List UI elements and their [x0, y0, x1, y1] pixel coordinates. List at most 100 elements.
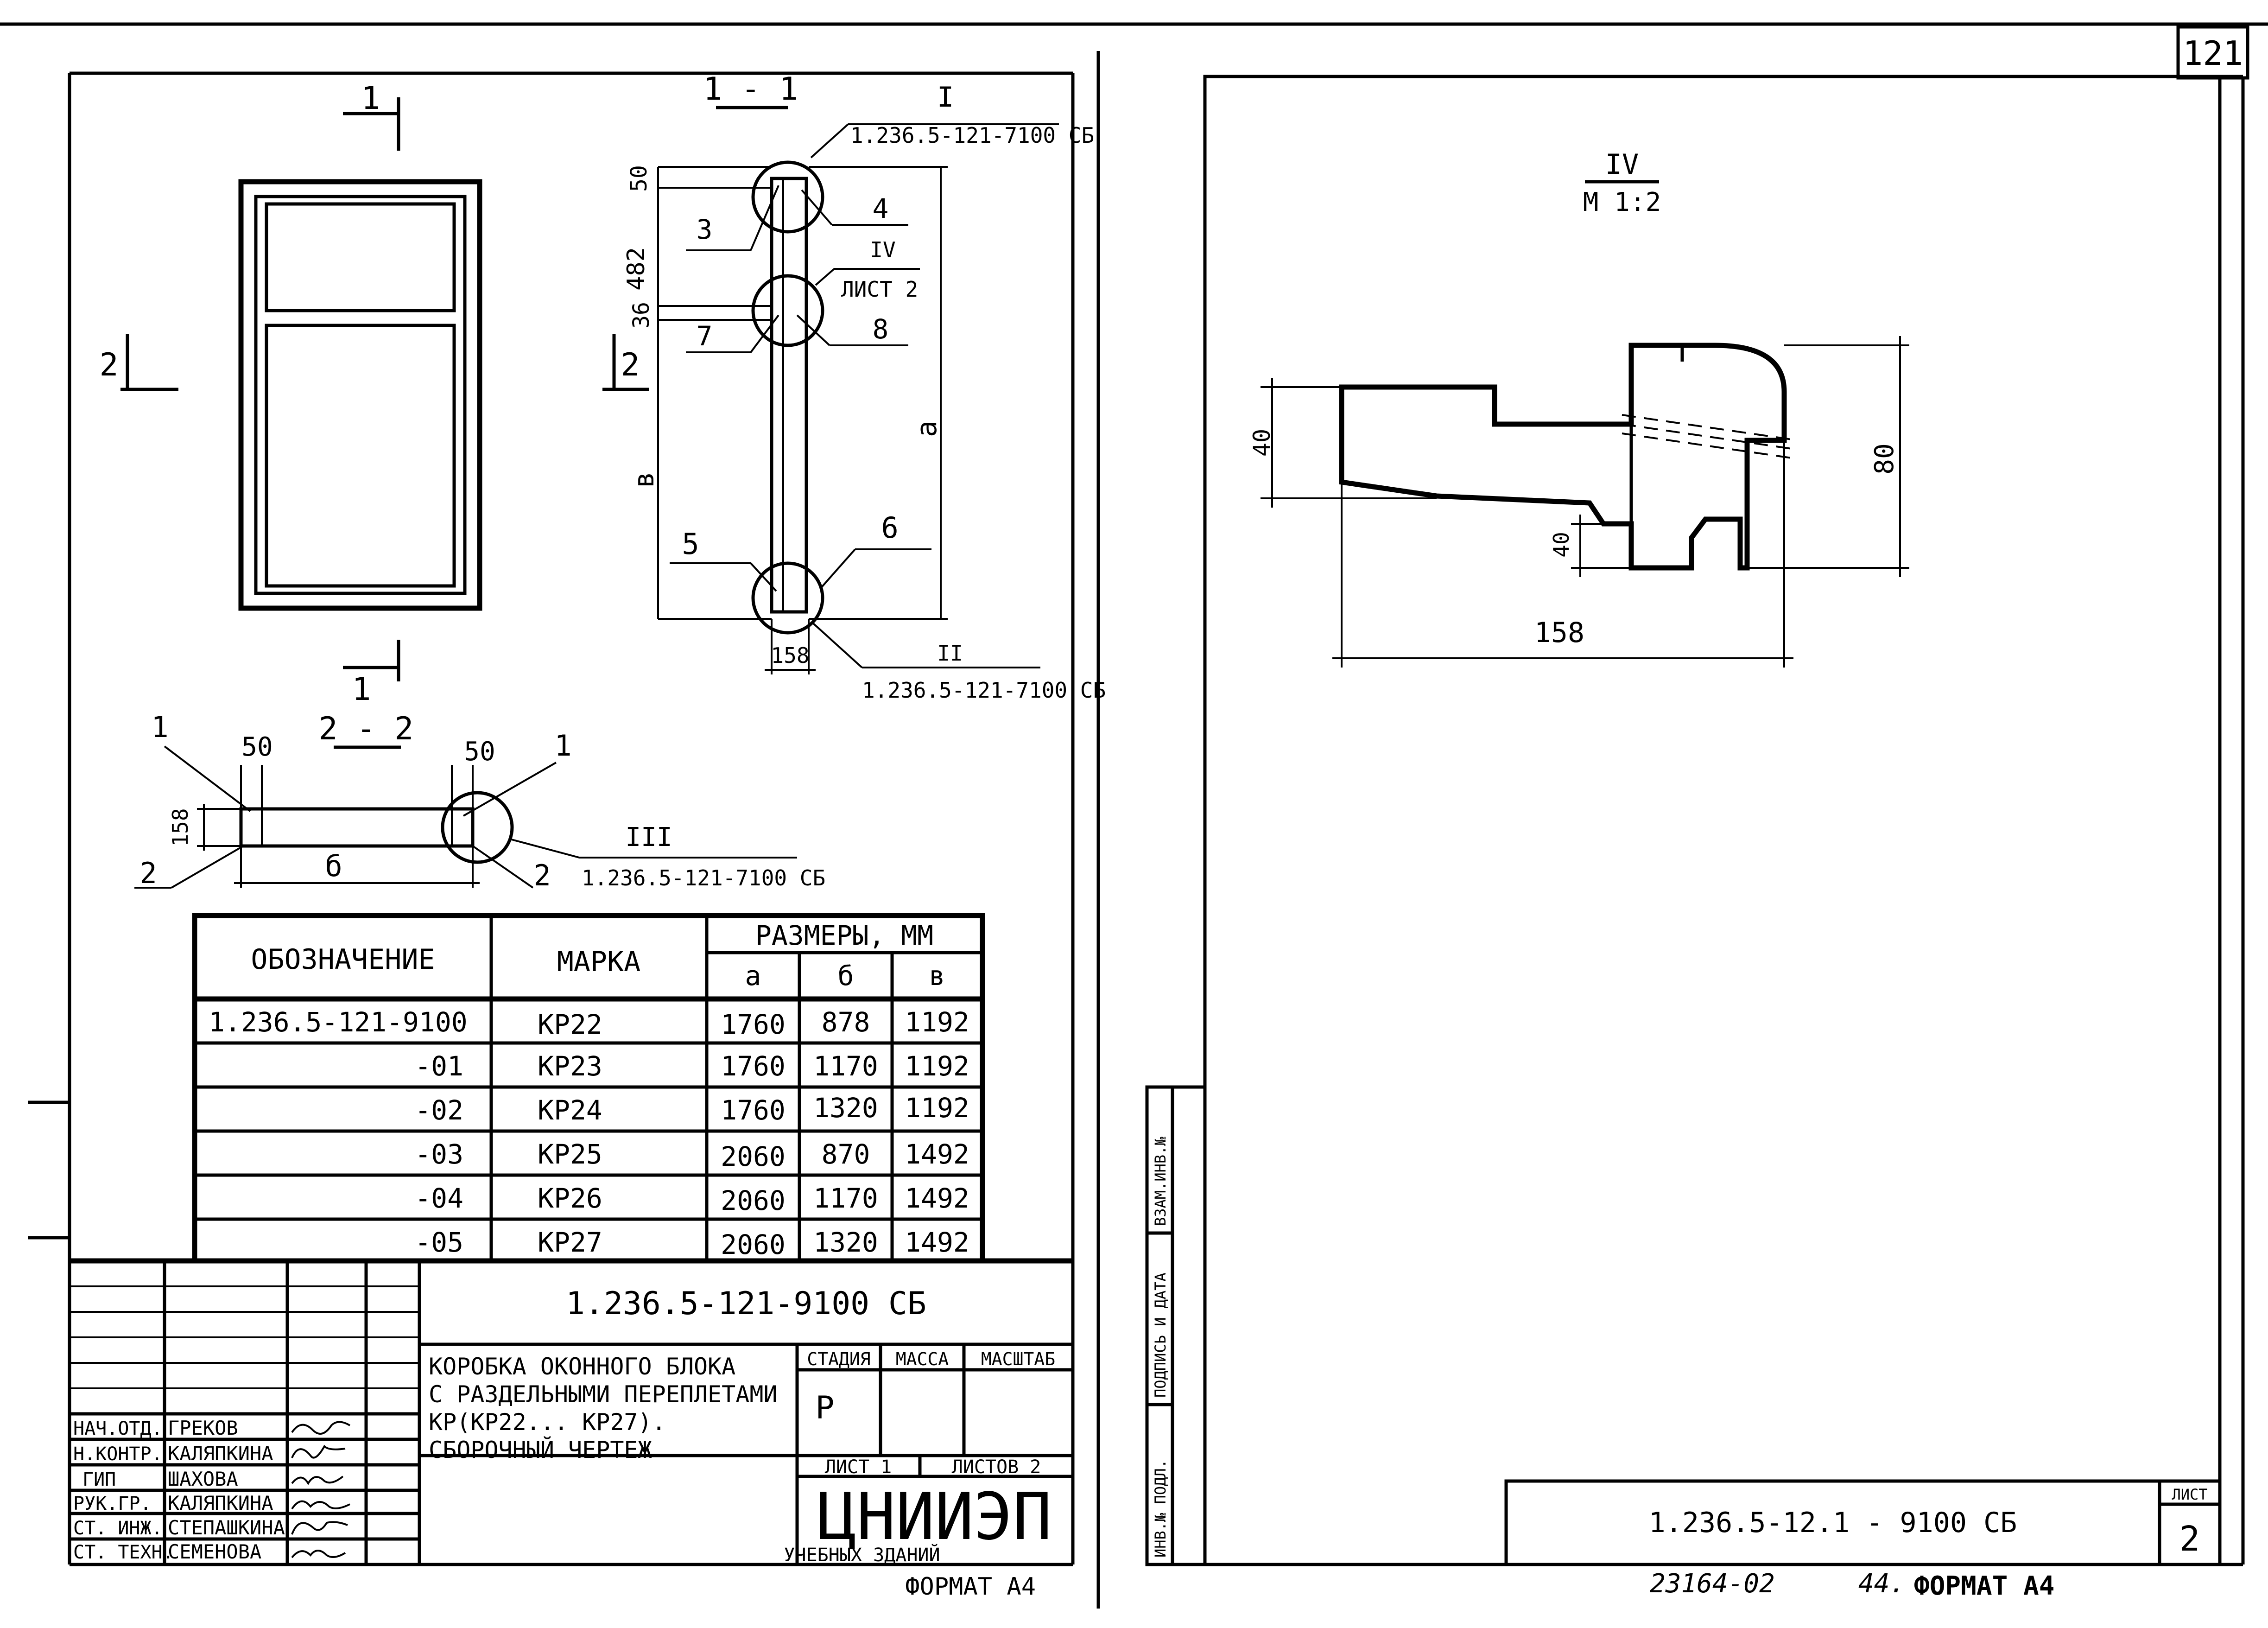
bottom-number: 23164-02: [1650, 1569, 1775, 1599]
tb-title-line-4: СБОРОЧНЫЙ ЧЕРТЕЖ: [429, 1436, 652, 1463]
spec-header-mark: МАРКА: [557, 946, 641, 978]
left-sheet: 1 1 2 2 1 - 1: [28, 51, 1106, 1609]
spec-row-6-designation: -05: [415, 1227, 463, 1258]
staff-role-2: Н.КОНТР.: [73, 1444, 163, 1465]
dim-36: 36: [628, 302, 654, 329]
tb-col-scale: МАСШТАБ: [981, 1349, 1055, 1369]
window-top-pane: [265, 202, 456, 312]
tb-col-stage: СТАДИЯ: [807, 1349, 870, 1369]
node-IV-numeral: IV: [870, 237, 895, 262]
spec-row-6-mark: КР27: [538, 1227, 602, 1258]
node-I-numeral: I: [937, 81, 954, 114]
detail-profile-outline: [1339, 343, 1787, 571]
section-1-1: 1 - 1 50 482 36 в а 158: [622, 71, 1106, 703]
spec-row-5-b: 1170: [813, 1183, 878, 1214]
dim-482: 482: [622, 247, 650, 291]
spec-header-v: в: [929, 960, 945, 992]
tb-doc-code: 1.236.5-121-9100 СБ: [566, 1285, 926, 1322]
right-sheet: IV М 1:2 40 40 80 158: [1145, 75, 2245, 1601]
node-II-ref: 1.236.5-121-7100 СБ: [862, 678, 1106, 703]
right-strip-box: [1504, 1479, 2222, 1566]
window-outer: [238, 179, 482, 611]
dim-158: 158: [771, 643, 809, 668]
section-2-2: 2 - 2 158 б 50 50 1 1 2: [134, 710, 825, 892]
stamp-box: [1145, 1085, 1207, 1566]
spec-row-5-mark: КР26: [538, 1183, 602, 1214]
staff-name-6: СЕМЕНОВА: [168, 1540, 261, 1563]
dim-40-small: 40: [1549, 532, 1574, 557]
dim-b: б: [325, 849, 342, 883]
node-IV-leader: [815, 268, 835, 286]
dim-50-right: 50: [464, 737, 495, 767]
node-I-ref: 1.236.5-121-7100 СБ: [850, 123, 1094, 148]
spec-row-3-mark: КР24: [538, 1094, 602, 1126]
staff-role-3: ГИП: [82, 1469, 116, 1490]
spec-row-2-a: 1760: [721, 1050, 786, 1082]
tb-title-line-2: С РАЗДЕЛЬНЫМИ ПЕРЕПЛЕТАМИ: [429, 1381, 778, 1408]
detail-iv-scale: М 1:2: [1583, 187, 1661, 217]
staff-role-5: СТ. ИНЖ.: [73, 1518, 163, 1539]
spec-row-4-b: 870: [822, 1138, 870, 1170]
pos-2-left-leader: [171, 845, 244, 889]
window-bottom-pane: [265, 324, 456, 588]
spec-row-4-designation: -03: [415, 1138, 463, 1170]
spec-row-5-designation: -04: [415, 1183, 463, 1214]
dim-40-left: 40: [1248, 429, 1275, 457]
staff-name-4: КАЛЯПКИНА: [168, 1492, 273, 1514]
spec-header-b: б: [838, 960, 854, 992]
node-III-leader: [509, 838, 580, 859]
detail-iv-title: IV: [1605, 148, 1639, 181]
stamp-label-2: ПОДПИСЬ И ДАТА: [1152, 1272, 1169, 1398]
node-I-leader: [810, 123, 849, 159]
dim-v: в: [628, 471, 660, 488]
staff-name-2: КАЛЯПКИНА: [168, 1442, 273, 1465]
stamp-label-3: ВЗАМ.ИНВ.№: [1152, 1137, 1169, 1226]
spec-row-1-v: 1192: [905, 1006, 969, 1038]
node-II-numeral: II: [937, 641, 963, 666]
detail-iv-profile: [1339, 343, 1799, 571]
right-sheet-number: 2: [2179, 1519, 2200, 1559]
pos-1-left-leader: [164, 745, 251, 812]
spec-row-4-v: 1492: [905, 1138, 969, 1170]
signature-3: [291, 1475, 344, 1485]
spec-row-3-v: 1192: [905, 1092, 969, 1124]
spec-row-1-designation: 1.236.5-121-9100: [209, 1006, 468, 1038]
spec-row-4-mark: КР25: [538, 1138, 602, 1170]
pos-7-leader: [750, 314, 779, 353]
stamp-label-1: ИНВ.№ ПОДЛ.: [1152, 1459, 1169, 1558]
sheet-number-top: 121: [2183, 34, 2243, 73]
spec-row-3-b: 1320: [813, 1092, 878, 1124]
pos-6: 6: [881, 511, 898, 545]
pos-2-right: 2: [533, 859, 551, 892]
section-2-2-title: 2 - 2: [319, 711, 414, 747]
right-title-strip: 1.236.5-12.1 - 9100 СБ ЛИСТ 2: [1504, 1479, 2222, 1566]
node-III-ref: 1.236.5-121-7100 СБ: [582, 865, 825, 890]
pos-1-right: 1: [554, 729, 571, 763]
staff-role-1: НАЧ.ОТД.: [73, 1418, 163, 1439]
node-III-numeral: III: [625, 822, 672, 852]
pos-5-leader: [750, 562, 777, 592]
node-II-circle: [751, 561, 824, 635]
tb-col-mass: МАССА: [896, 1349, 949, 1369]
approval-stamp: ИНВ.№ ПОДЛ. ПОДПИСЬ И ДАТА ВЗАМ.ИНВ.№: [1145, 1085, 1207, 1566]
staff-name-5: СТЕПАШКИНА: [168, 1516, 285, 1539]
tb-stage-value: Р: [816, 1390, 835, 1426]
spec-header-sizes: РАЗМЕРЫ, ММ: [755, 920, 933, 951]
spec-row-6-a: 2060: [721, 1229, 786, 1260]
spec-row-3-a: 1760: [721, 1094, 786, 1126]
node-IV-circle: [751, 274, 824, 347]
right-sheet-label: ЛИСТ: [2172, 1486, 2207, 1503]
pos-5: 5: [682, 527, 699, 561]
cut-1-top-label: 1: [361, 80, 380, 117]
signature-4: [291, 1500, 350, 1510]
tb-sheet-label: ЛИСТ 1: [825, 1456, 892, 1478]
dim-158-side: 158: [168, 808, 193, 846]
dim-a: а: [911, 420, 943, 437]
pos-1-right-leader: [463, 762, 557, 817]
spec-row-5-a: 2060: [721, 1185, 786, 1216]
node-II-leader: [812, 623, 863, 668]
dim-158-right: 158: [1534, 617, 1584, 649]
section-2-2-profile: [239, 807, 475, 848]
